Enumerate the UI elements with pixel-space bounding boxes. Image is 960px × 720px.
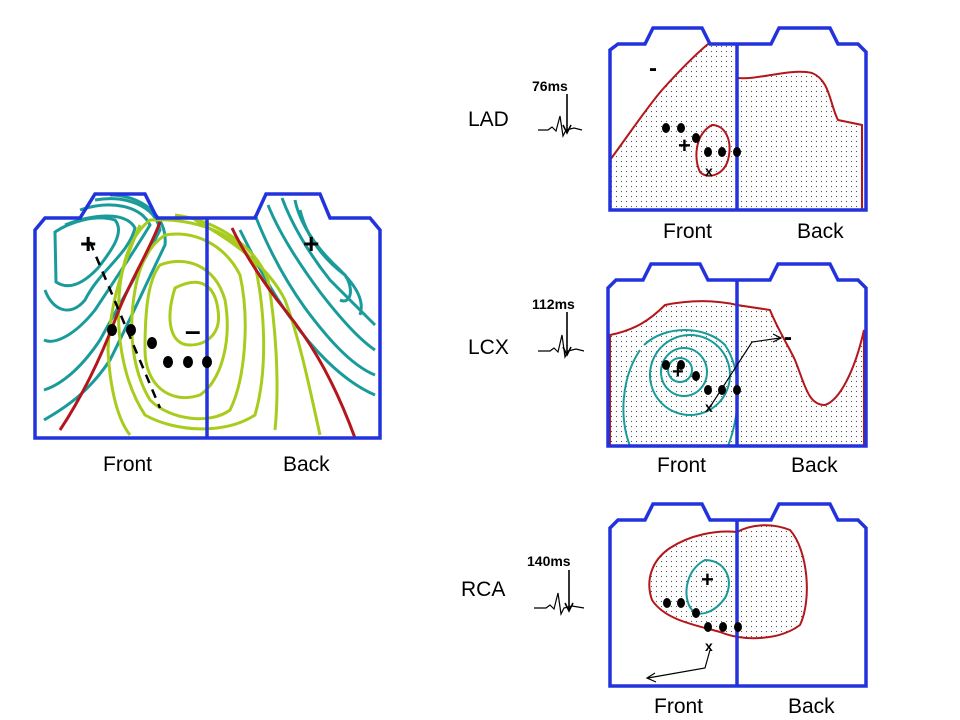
- panel-lcx-back-label: Back: [791, 454, 838, 477]
- panel-lcx-time-label: 112ms: [532, 296, 575, 312]
- panel-rca-arrowhead: [645, 672, 657, 683]
- panel-rca-time-label: 140ms: [527, 553, 571, 569]
- panel-rca-ecg-trace: [534, 570, 585, 616]
- panel-lcx-pointer-arrow: [709, 337, 781, 408]
- main-zero-line: [58, 221, 357, 439]
- panel-lad-time-label: 76ms: [532, 78, 568, 94]
- main-electrode-dots: [107, 324, 212, 368]
- panel-lad-electrode-dots: [662, 123, 741, 157]
- panel-rca-torso-outline: [608, 502, 868, 688]
- panel-lcx-arrowhead: [772, 333, 783, 343]
- panel-lcx-marker-x: x: [705, 399, 713, 415]
- panel-rca: RCA 140ms + x Front Back: [461, 502, 868, 718]
- panel-rca-positive-contour: [685, 558, 730, 615]
- panel-lad-front-label: Front: [663, 220, 712, 243]
- panel-rca-plus: +: [701, 567, 714, 592]
- main-negative-contours: [106, 213, 322, 436]
- panel-rca-electrode-dots: [663, 598, 742, 632]
- panel-lad-artery-label: LAD: [468, 108, 509, 131]
- panel-lad-zero-contour: [695, 123, 731, 177]
- panel-rca-artery-label: RCA: [461, 578, 505, 601]
- main-plus-front: +: [80, 228, 96, 259]
- panel-lad-back-label: Back: [797, 220, 844, 243]
- main-back-label: Back: [283, 453, 330, 476]
- panel-lcx: LCX 112ms + - x Front B: [468, 262, 868, 477]
- panel-lcx-electrode-dots: [662, 360, 741, 395]
- panel-lad-torso-outline: [608, 26, 868, 212]
- main-front-label: Front: [103, 453, 152, 476]
- panel-lad-plus: +: [678, 133, 691, 158]
- panel-lad-marker-x: x: [705, 163, 713, 179]
- panel-rca-back-label: Back: [788, 695, 835, 718]
- main-body-surface-map: + + – Front Back: [33, 192, 382, 476]
- panel-lad: LAD 76ms + - x Front Back: [468, 26, 868, 243]
- main-plus-back: +: [303, 228, 319, 259]
- panel-lcx-torso-outline: [606, 262, 868, 448]
- panel-lcx-artery-label: LCX: [468, 336, 509, 359]
- panel-rca-marker-x: x: [705, 638, 713, 654]
- panel-rca-pointer-arrow: [647, 649, 711, 679]
- main-torso-outline: [33, 192, 382, 440]
- panel-lad-ecg-trace: [538, 94, 583, 138]
- main-lead-path-dashed: [88, 241, 162, 409]
- panel-lcx-minus: -: [784, 324, 792, 351]
- panel-rca-front-label: Front: [654, 695, 703, 718]
- panel-lcx-ecg-trace: [538, 312, 585, 360]
- panel-lad-minus: -: [649, 55, 657, 82]
- main-minus: –: [185, 315, 201, 346]
- panel-lcx-plus: +: [672, 361, 684, 383]
- panel-lcx-front-label: Front: [657, 454, 706, 477]
